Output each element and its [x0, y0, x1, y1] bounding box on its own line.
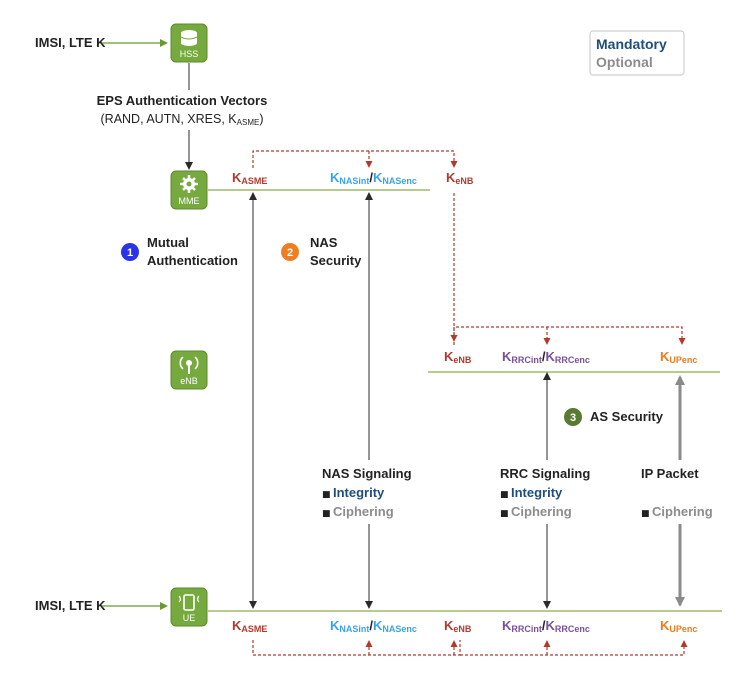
step2-badge	[281, 243, 299, 261]
vectors-detail: (RAND, AUTN, XRES, KASME)	[101, 112, 264, 127]
step1-line2: Authentication	[147, 253, 238, 268]
phone-icon	[178, 594, 200, 611]
ue-k-enb: KeNB	[444, 618, 472, 634]
step3-number: 3	[570, 412, 576, 424]
enb-label: eNB	[180, 376, 198, 386]
enb-k-rrc: KRRCint/KRRCenc	[502, 349, 590, 365]
ip-ciphering: Ciphering	[652, 504, 713, 519]
gear-icon	[180, 175, 198, 193]
ip-packet-block: IP Packet ■ Ciphering	[641, 466, 713, 519]
rrc-signaling-title: RRC Signaling	[500, 466, 590, 481]
mme-node: MME	[170, 170, 208, 210]
hss-label: HSS	[180, 49, 199, 59]
step2-number: 2	[287, 247, 293, 259]
enb-k-upenc: KUPenc	[660, 349, 697, 365]
hss-input-label: IMSI, LTE K	[35, 35, 106, 50]
antenna-icon	[179, 356, 199, 374]
ue-label: UE	[183, 613, 196, 623]
step1-number: 1	[127, 247, 133, 259]
step1-line1: Mutual	[147, 235, 189, 250]
nas-ciphering: Ciphering	[333, 504, 394, 519]
legend-optional: Optional	[596, 54, 653, 70]
ue-key-path-left	[252, 640, 461, 656]
ip-bullet-1: ■	[641, 509, 650, 519]
step-as-security: 3 AS Security	[564, 408, 664, 426]
ue-input-label: IMSI, LTE K	[35, 598, 106, 613]
step3-label: AS Security	[590, 409, 664, 424]
enb-key-derivation-path	[453, 326, 686, 345]
database-icon	[180, 30, 198, 46]
legend-mandatory: Mandatory	[596, 36, 667, 52]
legend: Mandatory Optional	[589, 30, 685, 76]
nas-signaling-title: NAS Signaling	[322, 466, 412, 481]
mme-k-enb: KeNB	[446, 170, 474, 186]
ue-k-upenc: KUPenc	[660, 618, 697, 634]
rrc-ciphering: Ciphering	[511, 504, 572, 519]
step-mutual-authentication: 1 Mutual Authentication	[121, 235, 238, 268]
ip-packet-title: IP Packet	[641, 466, 699, 481]
mme-k-nas: KNASint/KNASenc	[330, 170, 417, 186]
step3-badge	[564, 408, 582, 426]
nas-integrity: Integrity	[333, 485, 385, 500]
ue-k-rrc: KRRCint/KRRCenc	[502, 618, 590, 634]
enb-node: eNB	[170, 350, 208, 390]
step1-badge	[121, 243, 139, 261]
ue-k-asme: KASME	[232, 618, 267, 634]
rrc-signaling-block: RRC Signaling ■ Integrity ■ Ciphering	[500, 466, 590, 519]
vectors-title: EPS Authentication Vectors	[97, 93, 268, 108]
step-nas-security: 2 NAS Security	[281, 235, 362, 268]
step2-line1: NAS	[310, 235, 338, 250]
enb-k-enb: KeNB	[444, 349, 472, 365]
mme-k-asme: KASME	[232, 170, 267, 186]
step2-line2: Security	[310, 253, 362, 268]
rrc-bullet-2: ■	[500, 509, 509, 519]
mme-key-derivation-path	[252, 150, 458, 168]
ue-k-nas: KNASint/KNASenc	[330, 618, 417, 634]
ue-node: UE	[170, 587, 208, 627]
nas-bullet-2: ■	[322, 509, 331, 519]
nas-bullet-1: ■	[322, 490, 331, 500]
mme-label: MME	[179, 196, 200, 206]
rrc-bullet-1: ■	[500, 490, 509, 500]
nas-signaling-block: NAS Signaling ■ Integrity ■ Ciphering	[322, 466, 412, 519]
rrc-integrity: Integrity	[511, 485, 563, 500]
ue-key-path-right	[460, 640, 688, 656]
hss-node: HSS	[170, 23, 208, 63]
